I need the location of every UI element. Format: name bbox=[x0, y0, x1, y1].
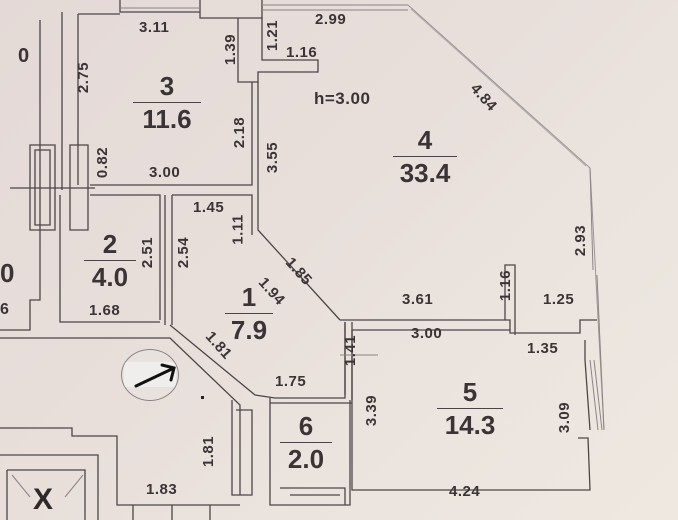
room-1-divider bbox=[225, 313, 273, 314]
room-3-area: 11.6 bbox=[142, 104, 192, 134]
dim-2-75: 2.75 bbox=[75, 61, 93, 94]
compass-marker bbox=[121, 349, 179, 401]
room-4-area: 33.4 bbox=[399, 158, 451, 188]
dim-1-83: 1.83 bbox=[146, 481, 178, 498]
dim-2-93: 2.93 bbox=[572, 224, 590, 257]
room-1-number: 1 bbox=[241, 282, 257, 312]
room-6-divider bbox=[280, 442, 332, 443]
dim-1-68: 1.68 bbox=[89, 302, 121, 319]
room-1-area: 7.9 bbox=[230, 315, 268, 345]
neighbor-label-mid: 0 bbox=[0, 258, 15, 288]
room-6-number: 6 bbox=[298, 411, 314, 441]
ceiling-height-label: h=3.00 bbox=[314, 89, 371, 108]
dim-0-82: 0.82 bbox=[94, 146, 112, 179]
room-5-area: 14.3 bbox=[444, 410, 496, 440]
room-2-area: 4.0 bbox=[91, 262, 129, 292]
dim-2-51: 2.51 bbox=[139, 236, 157, 269]
room-3-number: 3 bbox=[159, 71, 175, 101]
dim-1-11: 1.11 bbox=[229, 214, 247, 245]
neighbor-label-small: 6 bbox=[0, 301, 10, 318]
dim-2-99: 2.99 bbox=[315, 11, 347, 28]
room-5: 5 14.3 bbox=[437, 378, 503, 439]
dim-3-00-room5: 3.00 bbox=[411, 325, 443, 342]
dim-3-11: 3.11 bbox=[139, 19, 170, 36]
room-4-number: 4 bbox=[417, 125, 433, 155]
dim-3-39: 3.39 bbox=[363, 394, 381, 427]
dim-1-25: 1.25 bbox=[543, 291, 575, 308]
dim-1-81-vertical: 1.81 bbox=[200, 435, 218, 468]
room-6-area: 2.0 bbox=[287, 444, 325, 474]
room-5-divider bbox=[437, 408, 503, 409]
dot-mark bbox=[201, 396, 204, 399]
dim-1-16-mid: 1.16 bbox=[497, 269, 515, 302]
dim-1-35: 1.35 bbox=[527, 340, 559, 357]
dim-1-16-top: 1.16 bbox=[286, 44, 318, 61]
dim-3-55: 3.55 bbox=[264, 141, 282, 174]
elevator-x-mark: X bbox=[33, 483, 54, 516]
dim-1-39: 1.39 bbox=[222, 33, 240, 66]
room-2-number: 2 bbox=[102, 229, 118, 259]
neighbor-label-top: 0 bbox=[18, 45, 30, 67]
room-6: 6 2.0 bbox=[280, 412, 332, 473]
north-arrow-icon bbox=[134, 363, 176, 388]
dim-1-45: 1.45 bbox=[193, 199, 225, 216]
room-3-divider bbox=[133, 102, 201, 103]
dim-1-21: 1.21 bbox=[264, 19, 282, 52]
dim-1-41: 1.41 bbox=[342, 334, 360, 367]
dim-3-00-room3: 3.00 bbox=[149, 164, 181, 181]
room-4-divider bbox=[393, 156, 457, 157]
dim-2-18: 2.18 bbox=[231, 116, 249, 149]
room-4: 4 33.4 bbox=[393, 126, 457, 187]
room-3: 3 11.6 bbox=[133, 72, 201, 133]
room-5-number: 5 bbox=[462, 377, 478, 407]
room-2-divider bbox=[84, 260, 136, 261]
dim-3-09: 3.09 bbox=[556, 401, 574, 434]
dim-4-24: 4.24 bbox=[449, 483, 481, 500]
dim-2-54: 2.54 bbox=[175, 236, 193, 269]
room-2: 2 4.0 bbox=[84, 230, 136, 291]
room-1: 1 7.9 bbox=[225, 283, 273, 344]
dim-3-61: 3.61 bbox=[402, 291, 434, 308]
dim-1-75: 1.75 bbox=[275, 373, 307, 390]
